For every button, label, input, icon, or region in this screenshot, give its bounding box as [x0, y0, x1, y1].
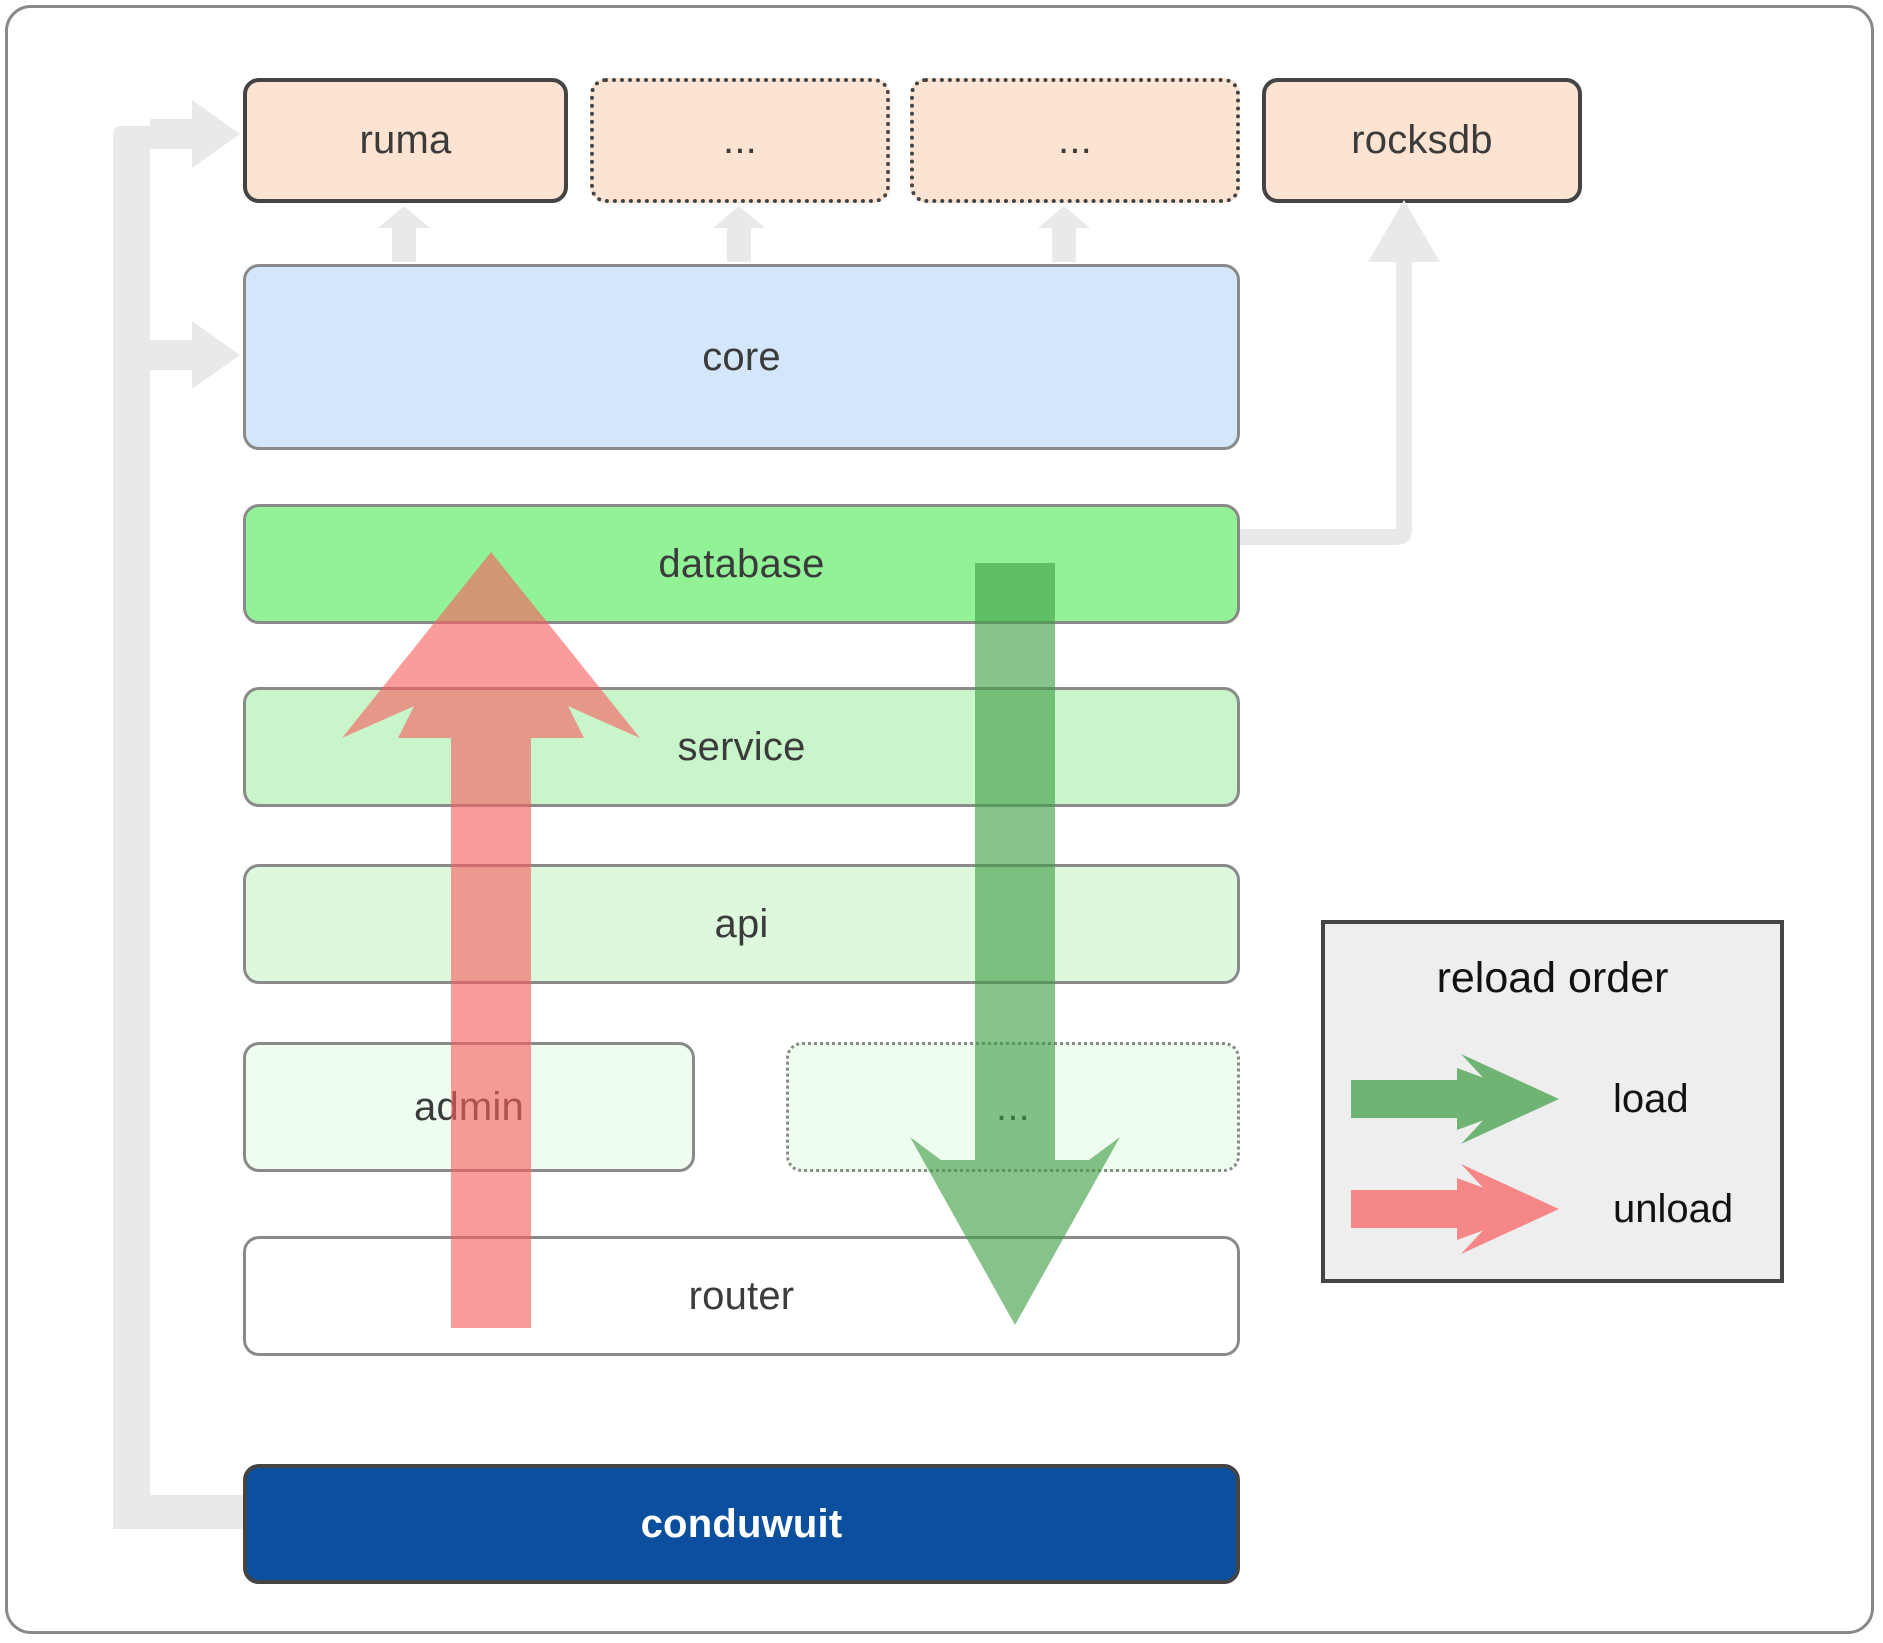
stack-box-conduwuit[interactable]: conduwuit — [243, 1464, 1240, 1584]
legend-title: reload order — [1436, 954, 1669, 1002]
stack-box-api[interactable]: api — [243, 864, 1240, 984]
dependency-label-dots-1: ... — [723, 118, 757, 162]
dependency-label-dots-2: ... — [1058, 118, 1092, 162]
legend-label-load: load — [1613, 1076, 1689, 1121]
dependency-box-dots-2[interactable]: ... — [910, 78, 1240, 203]
legend-unload-head — [1457, 1178, 1541, 1240]
dependency-box-rocksdb[interactable]: rocksdb — [1262, 78, 1582, 203]
legend-load-arrow-icon — [1351, 1054, 1559, 1144]
stack-label-core: core — [702, 334, 781, 379]
dependency-box-dots-1[interactable]: ... — [590, 78, 890, 203]
stack-label-admin-sibling: ... — [996, 1084, 1030, 1129]
legend-panel: reload order load unload — [1321, 920, 1784, 1283]
dependency-box-ruma[interactable]: ruma — [243, 78, 568, 203]
stack-box-database[interactable]: database — [243, 504, 1240, 624]
legend-unload-arrow-icon — [1351, 1164, 1559, 1254]
stack-label-router: router — [688, 1273, 795, 1318]
stack-label-api: api — [714, 901, 769, 946]
legend-load-head — [1457, 1068, 1541, 1130]
dependency-label-rocksdb: rocksdb — [1351, 118, 1493, 162]
dependency-label-ruma: ruma — [359, 118, 452, 162]
legend-label-unload: unload — [1613, 1186, 1734, 1231]
diagram-outer-frame — [5, 5, 1874, 1634]
stack-label-admin: admin — [414, 1084, 524, 1129]
stack-box-admin[interactable]: admin — [243, 1042, 695, 1172]
stack-label-conduwuit: conduwuit — [640, 1501, 843, 1546]
stack-label-database: database — [658, 541, 825, 586]
stack-box-admin-sibling[interactable]: ... — [786, 1042, 1240, 1172]
stack-label-service: service — [677, 724, 806, 769]
stack-box-service[interactable]: service — [243, 687, 1240, 807]
legend-row-load: load — [1325, 1054, 1780, 1144]
stack-box-core[interactable]: core — [243, 264, 1240, 450]
stack-box-router[interactable]: router — [243, 1236, 1240, 1356]
legend-row-unload: unload — [1325, 1164, 1780, 1254]
